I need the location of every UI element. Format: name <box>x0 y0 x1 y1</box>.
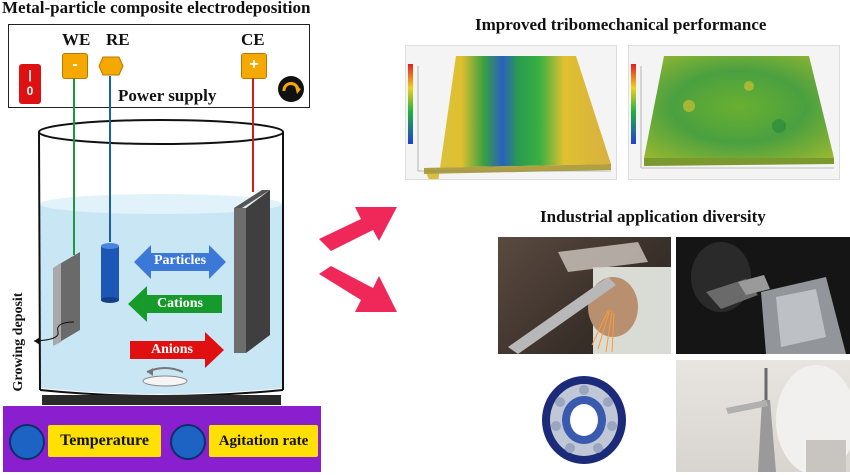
flow-arrow-up <box>319 207 397 251</box>
flow-arrow-down <box>319 266 397 312</box>
re-label: RE <box>106 30 130 49</box>
ce-label: CE <box>241 30 265 49</box>
electrochemical-cell <box>33 76 284 405</box>
agitation-label: Agitation rate <box>218 432 309 449</box>
cations-label: Cations <box>157 296 203 311</box>
re-terminal <box>98 56 124 76</box>
rotate-knob-icon[interactable] <box>277 75 305 103</box>
temperature-knob[interactable] <box>9 424 45 460</box>
we-label: WE <box>62 30 91 49</box>
photo-bearing <box>498 360 671 472</box>
temperature-label: Temperature <box>60 432 149 449</box>
temperature-box[interactable]: Temperature <box>48 425 161 457</box>
tribo-title: Improved tribomechanical performance <box>475 15 767 34</box>
surface-map-composite <box>628 45 840 180</box>
photo-grinding <box>498 237 671 354</box>
power-supply-label: Power supply <box>118 86 217 105</box>
we-terminal: - <box>62 53 88 79</box>
cations-arrow <box>128 286 222 322</box>
left-title: Metal-particle composite electrodepositi… <box>2 0 311 17</box>
we-terminal-sign: - <box>72 56 78 73</box>
particles-label: Particles <box>153 253 207 268</box>
anions-arrow <box>130 332 224 368</box>
industrial-title: Industrial application diversity <box>540 207 766 226</box>
growing-deposit-label: Growing deposit <box>11 292 26 392</box>
switch-off-label: 0 <box>26 84 34 98</box>
anions-label: Anions <box>150 342 194 357</box>
power-switch[interactable]: | 0 <box>19 64 41 104</box>
ce-terminal-sign: + <box>249 56 259 73</box>
particles-arrow <box>134 245 226 279</box>
agitation-box[interactable]: Agitation rate <box>209 425 318 457</box>
surface-map-worn <box>405 45 617 180</box>
agitation-knob[interactable] <box>170 424 206 460</box>
switch-on-label: | <box>28 68 32 82</box>
photo-milling <box>676 237 850 354</box>
photo-dental-tool <box>676 360 850 472</box>
